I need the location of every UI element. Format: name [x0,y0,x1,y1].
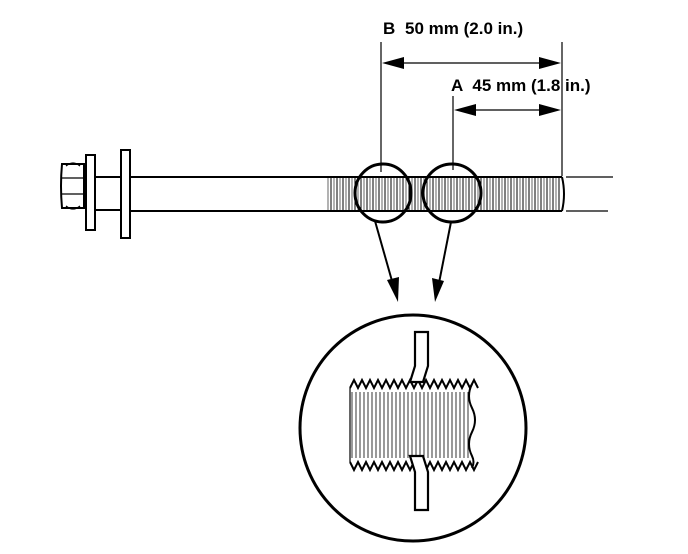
dimension-b-arrow-left [382,57,404,69]
magnified-thread-hatch [351,392,469,458]
dimension-a-arrow-right [539,104,561,116]
dimension-a: A 45 mm (1.8 in.) [451,76,591,170]
gauge-blade-top [408,330,430,384]
dimension-b-arrow-right [539,57,561,69]
dimension-a-label: A 45 mm (1.8 in.) [451,76,591,95]
magnified-thread-detail [298,313,528,543]
bolt [60,149,613,239]
bolt-shank [130,176,565,212]
magnified-break-line [468,383,476,469]
dimension-b: B 50 mm (2.0 in.) [380,19,563,176]
leader-arrow-a [432,221,452,302]
dimension-a-value: 45 mm (1.8 in.) [472,76,590,95]
dimension-a-letter: A [451,76,463,95]
bolt-flange-washer [85,154,96,231]
magnified-thread-top-edge [349,377,479,391]
bolt-head [60,162,85,210]
gauge-blade-bottom [408,454,430,512]
magnified-circle [298,313,528,543]
dimension-b-letter: B [383,19,395,38]
bolt-washer [120,149,131,239]
bolt-thread-hatch [327,178,560,210]
dimension-b-value: 50 mm (2.0 in.) [405,19,523,38]
inspection-circle-b [353,162,413,224]
inspection-circle-a [421,162,483,224]
dimension-b-label: B 50 mm (2.0 in.) [383,19,523,38]
leader-arrow-b [374,220,399,302]
dimension-a-arrow-left [454,104,476,116]
